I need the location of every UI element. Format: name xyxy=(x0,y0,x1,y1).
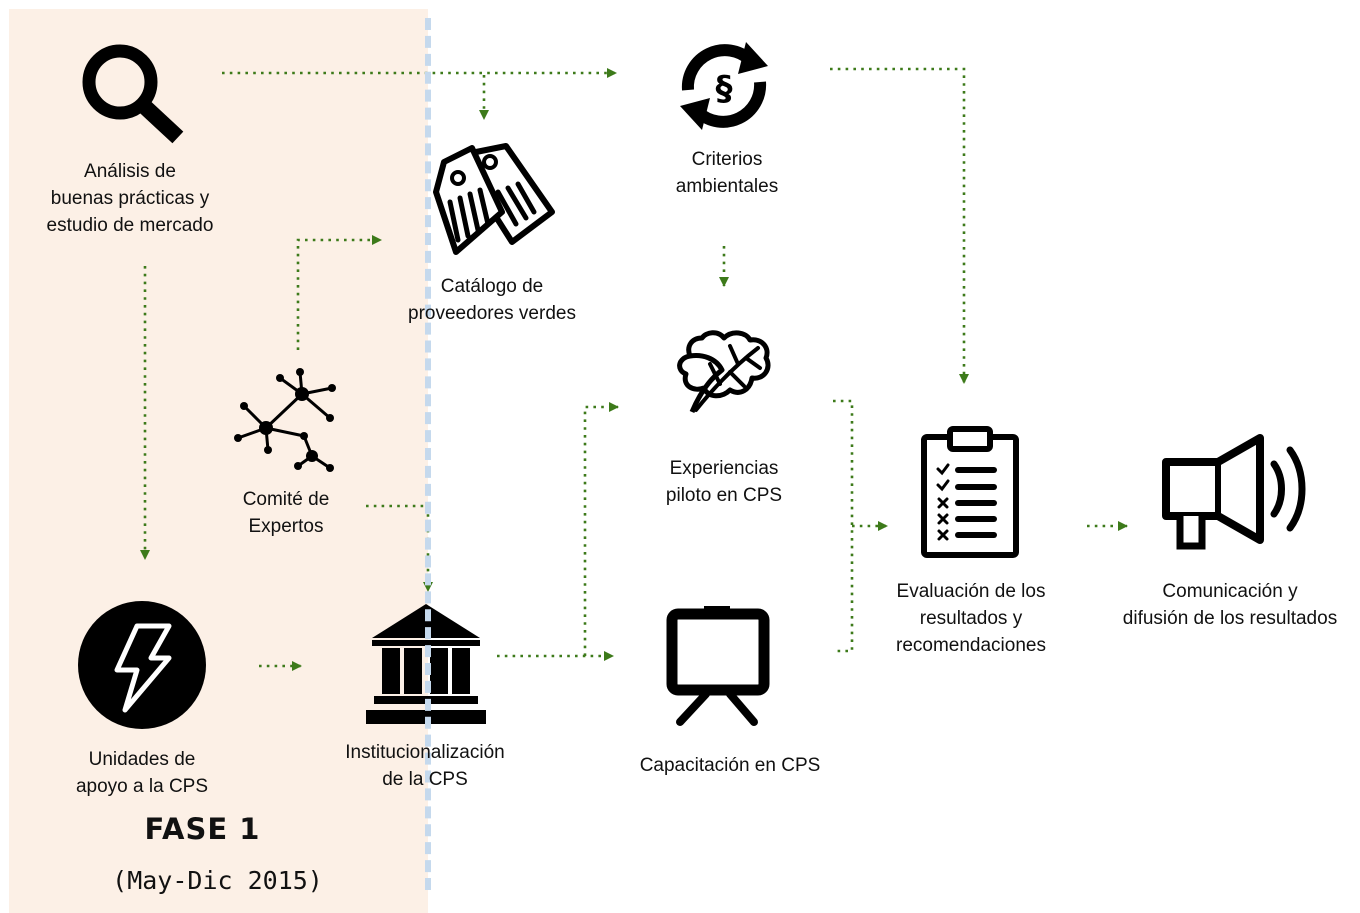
lightning-circle-icon xyxy=(78,601,206,729)
label-experiencias: Experiencias piloto en CPS xyxy=(634,455,814,509)
label-comite: Comité de Expertos xyxy=(206,486,366,540)
label-criterios-line1: Criterios xyxy=(691,149,763,170)
label-criterios-line2: ambientales xyxy=(675,176,779,197)
label-evaluacion-line3: recomendaciones xyxy=(896,635,1046,656)
label-institucionalizacion-line1: Institucionalización xyxy=(345,742,505,763)
phase-title: FASE 1 xyxy=(144,812,261,846)
label-institucionalizacion-line2: de la CPS xyxy=(382,769,468,790)
label-unidades: Unidades de apoyo a la CPS xyxy=(52,746,232,800)
label-institucionalizacion: Institucionalización de la CPS xyxy=(320,739,530,793)
arrow-comite-to-catalogo xyxy=(296,235,382,350)
presentation-board-icon xyxy=(666,606,770,726)
label-evaluacion-line2: resultados y xyxy=(919,608,1023,629)
label-comunicacion: Comunicación y difusión de los resultado… xyxy=(1110,578,1350,632)
label-catalogo: Catálogo de proveedores verdes xyxy=(385,273,599,327)
label-analisis-line3: estudio de mercado xyxy=(46,215,214,236)
label-comite-line2: Expertos xyxy=(248,516,324,537)
clipboard-checklist-icon xyxy=(921,426,1019,558)
label-comunicacion-line1: Comunicación y xyxy=(1162,581,1298,602)
label-capacitacion: Capacitación en CPS xyxy=(620,752,840,779)
search-icon xyxy=(82,44,184,144)
arrow-criterios-to-evaluacion xyxy=(830,67,969,384)
phase-divider xyxy=(425,18,431,890)
arrow-institucionalizacion-to-experiencias xyxy=(583,402,619,656)
phase-1-background xyxy=(9,9,428,913)
leaf-icon xyxy=(677,330,771,413)
label-catalogo-line2: proveedores verdes xyxy=(408,303,576,324)
label-capacitacion-line1: Capacitación en CPS xyxy=(639,755,821,776)
label-analisis-line1: Análisis de xyxy=(84,161,176,182)
price-tags-icon xyxy=(433,143,555,255)
label-evaluacion-line1: Evaluación de los xyxy=(896,581,1046,602)
label-analisis: Análisis de buenas prácticas y estudio d… xyxy=(20,158,240,239)
label-analisis-line2: buenas prácticas y xyxy=(50,188,210,209)
network-icon xyxy=(234,368,336,472)
label-comite-line1: Comité de xyxy=(242,489,330,510)
label-criterios: Criterios ambientales xyxy=(640,146,814,200)
megaphone-icon xyxy=(1162,434,1306,550)
arrow-comite-to-institucionalizacion xyxy=(366,504,433,592)
label-catalogo-line1: Catálogo de xyxy=(440,276,544,297)
label-unidades-line1: Unidades de xyxy=(88,749,196,770)
label-experiencias-line1: Experiencias xyxy=(669,458,779,479)
arrow-experiencias-to-evaluacion xyxy=(833,399,854,653)
label-comunicacion-line2: difusión de los resultados xyxy=(1122,608,1338,629)
label-unidades-line2: apoyo a la CPS xyxy=(75,776,209,797)
label-evaluacion: Evaluación de los resultados y recomenda… xyxy=(876,578,1066,659)
svg-text:§: § xyxy=(716,69,733,109)
label-experiencias-line2: piloto en CPS xyxy=(665,485,783,506)
section-refresh-icon: § xyxy=(680,42,768,130)
phase-dates: (May-Dic 2015) xyxy=(112,866,323,895)
